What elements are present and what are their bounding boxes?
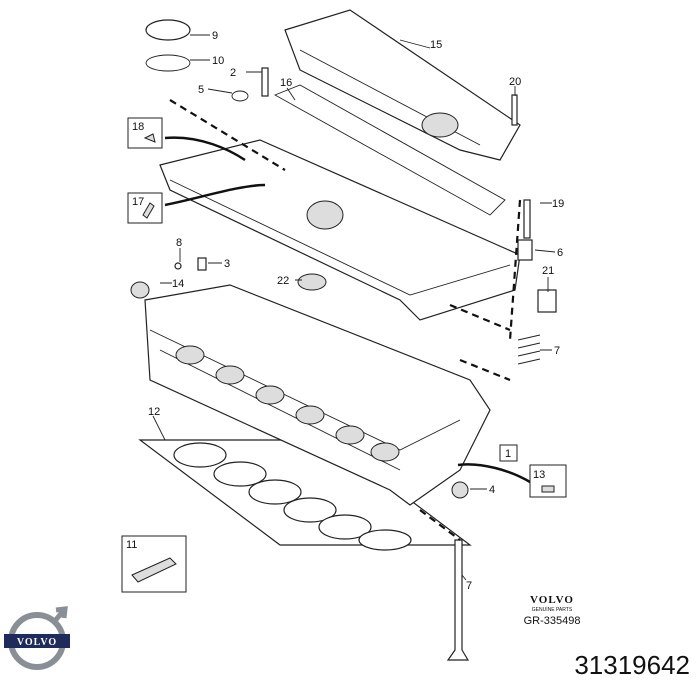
- callout-5: 5: [198, 84, 204, 96]
- callout-6: 6: [557, 247, 563, 259]
- valve-cover-gasket: [273, 84, 506, 216]
- valve-spring: [517, 334, 541, 365]
- sealant-tube: [131, 557, 177, 583]
- callout-box-1: [499, 444, 518, 462]
- brand-name: VOLVO: [530, 594, 574, 606]
- callout-10: 10: [212, 55, 224, 67]
- callout-box-17: [127, 192, 163, 224]
- oil-cap: [145, 19, 191, 41]
- tappet: [537, 289, 557, 313]
- dashed-guide: [169, 99, 286, 171]
- bolt-20: [511, 94, 518, 126]
- dowel: [197, 257, 207, 271]
- callout-11: 11: [126, 539, 137, 551]
- callout-16: 16: [280, 77, 292, 89]
- head-gasket: [138, 439, 472, 551]
- sleeve: [517, 239, 533, 261]
- callout-22: 22: [277, 275, 289, 287]
- callout-12: 12: [148, 406, 160, 418]
- small-part-17: [142, 202, 155, 219]
- callout-7-valve: 7: [466, 580, 472, 592]
- logo-text: VOLVO: [17, 637, 57, 648]
- callout-3: 3: [224, 258, 230, 270]
- callout-box-18: [127, 117, 163, 149]
- oil-cap-seal: [145, 54, 191, 72]
- bolt: [261, 67, 269, 97]
- callout-13: 13: [533, 469, 545, 481]
- callout-7: 7: [554, 345, 560, 357]
- callout-17: 17: [132, 196, 144, 208]
- o-ring: [231, 90, 249, 102]
- callout-21: 21: [542, 265, 554, 277]
- callout-1: 1: [505, 448, 511, 460]
- callout-labels: 9 10 2 5 15 16 20 18 17 19 6 8 3 22 14 2…: [126, 30, 564, 592]
- valve-cover: [284, 9, 521, 161]
- callout-19: 19: [552, 198, 564, 210]
- drawing-reference: GR-335498: [524, 615, 581, 627]
- dashed-guide: [449, 199, 522, 382]
- brand-subtitle: GENUINE PARTS: [532, 607, 573, 613]
- callout-14: 14: [172, 278, 184, 290]
- callout-20: 20: [509, 76, 521, 88]
- volvo-logo: VOLVO: [4, 606, 70, 670]
- pin: [174, 262, 182, 270]
- callout-18: 18: [132, 121, 144, 133]
- dashed-guide: [419, 509, 461, 541]
- callout-4: 4: [489, 484, 495, 496]
- part-number: 31319642: [574, 650, 690, 680]
- bolt-19: [523, 199, 531, 239]
- small-part-13: [541, 485, 555, 493]
- plug-4: [451, 481, 469, 499]
- cylinder-head: [144, 284, 491, 506]
- callout-15: 15: [430, 39, 442, 51]
- valve: [446, 539, 470, 661]
- small-part-18: [143, 133, 156, 143]
- filter-screen: [297, 273, 327, 291]
- callout-9: 9: [212, 30, 218, 42]
- callout-2: 2: [230, 67, 236, 79]
- callout-8: 8: [176, 237, 182, 249]
- plug-14: [130, 281, 150, 299]
